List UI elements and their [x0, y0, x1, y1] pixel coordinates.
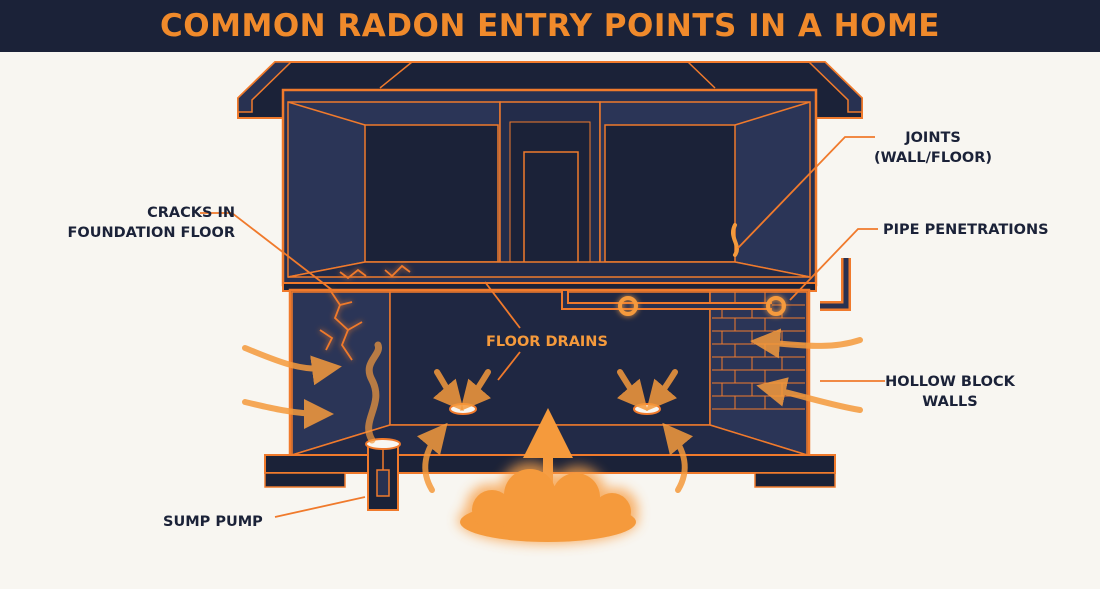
label-hollow-block-line1: HOLLOW BLOCK	[885, 372, 1015, 392]
label-cracks: CRACKS IN FOUNDATION FLOOR	[40, 203, 235, 243]
label-hollow-block-line2: WALLS	[885, 392, 1015, 412]
label-sump-pump: SUMP PUMP	[163, 512, 263, 532]
label-joints-line1: JOINTS	[868, 128, 998, 148]
label-cracks-line2: FOUNDATION FLOOR	[40, 223, 235, 243]
label-cracks-line1: CRACKS IN	[40, 203, 235, 223]
label-hollow-block-walls: HOLLOW BLOCK WALLS	[885, 372, 1015, 412]
upper-floor	[283, 90, 816, 291]
label-joints: JOINTS (WALL/FLOOR)	[868, 128, 998, 168]
sump-pump	[366, 439, 400, 510]
label-joints-line2: (WALL/FLOOR)	[868, 148, 998, 168]
label-pipe-penetrations: PIPE PENETRATIONS	[883, 220, 1049, 240]
radon-cloud	[458, 462, 638, 544]
label-floor-drains: FLOOR DRAINS	[486, 332, 608, 352]
